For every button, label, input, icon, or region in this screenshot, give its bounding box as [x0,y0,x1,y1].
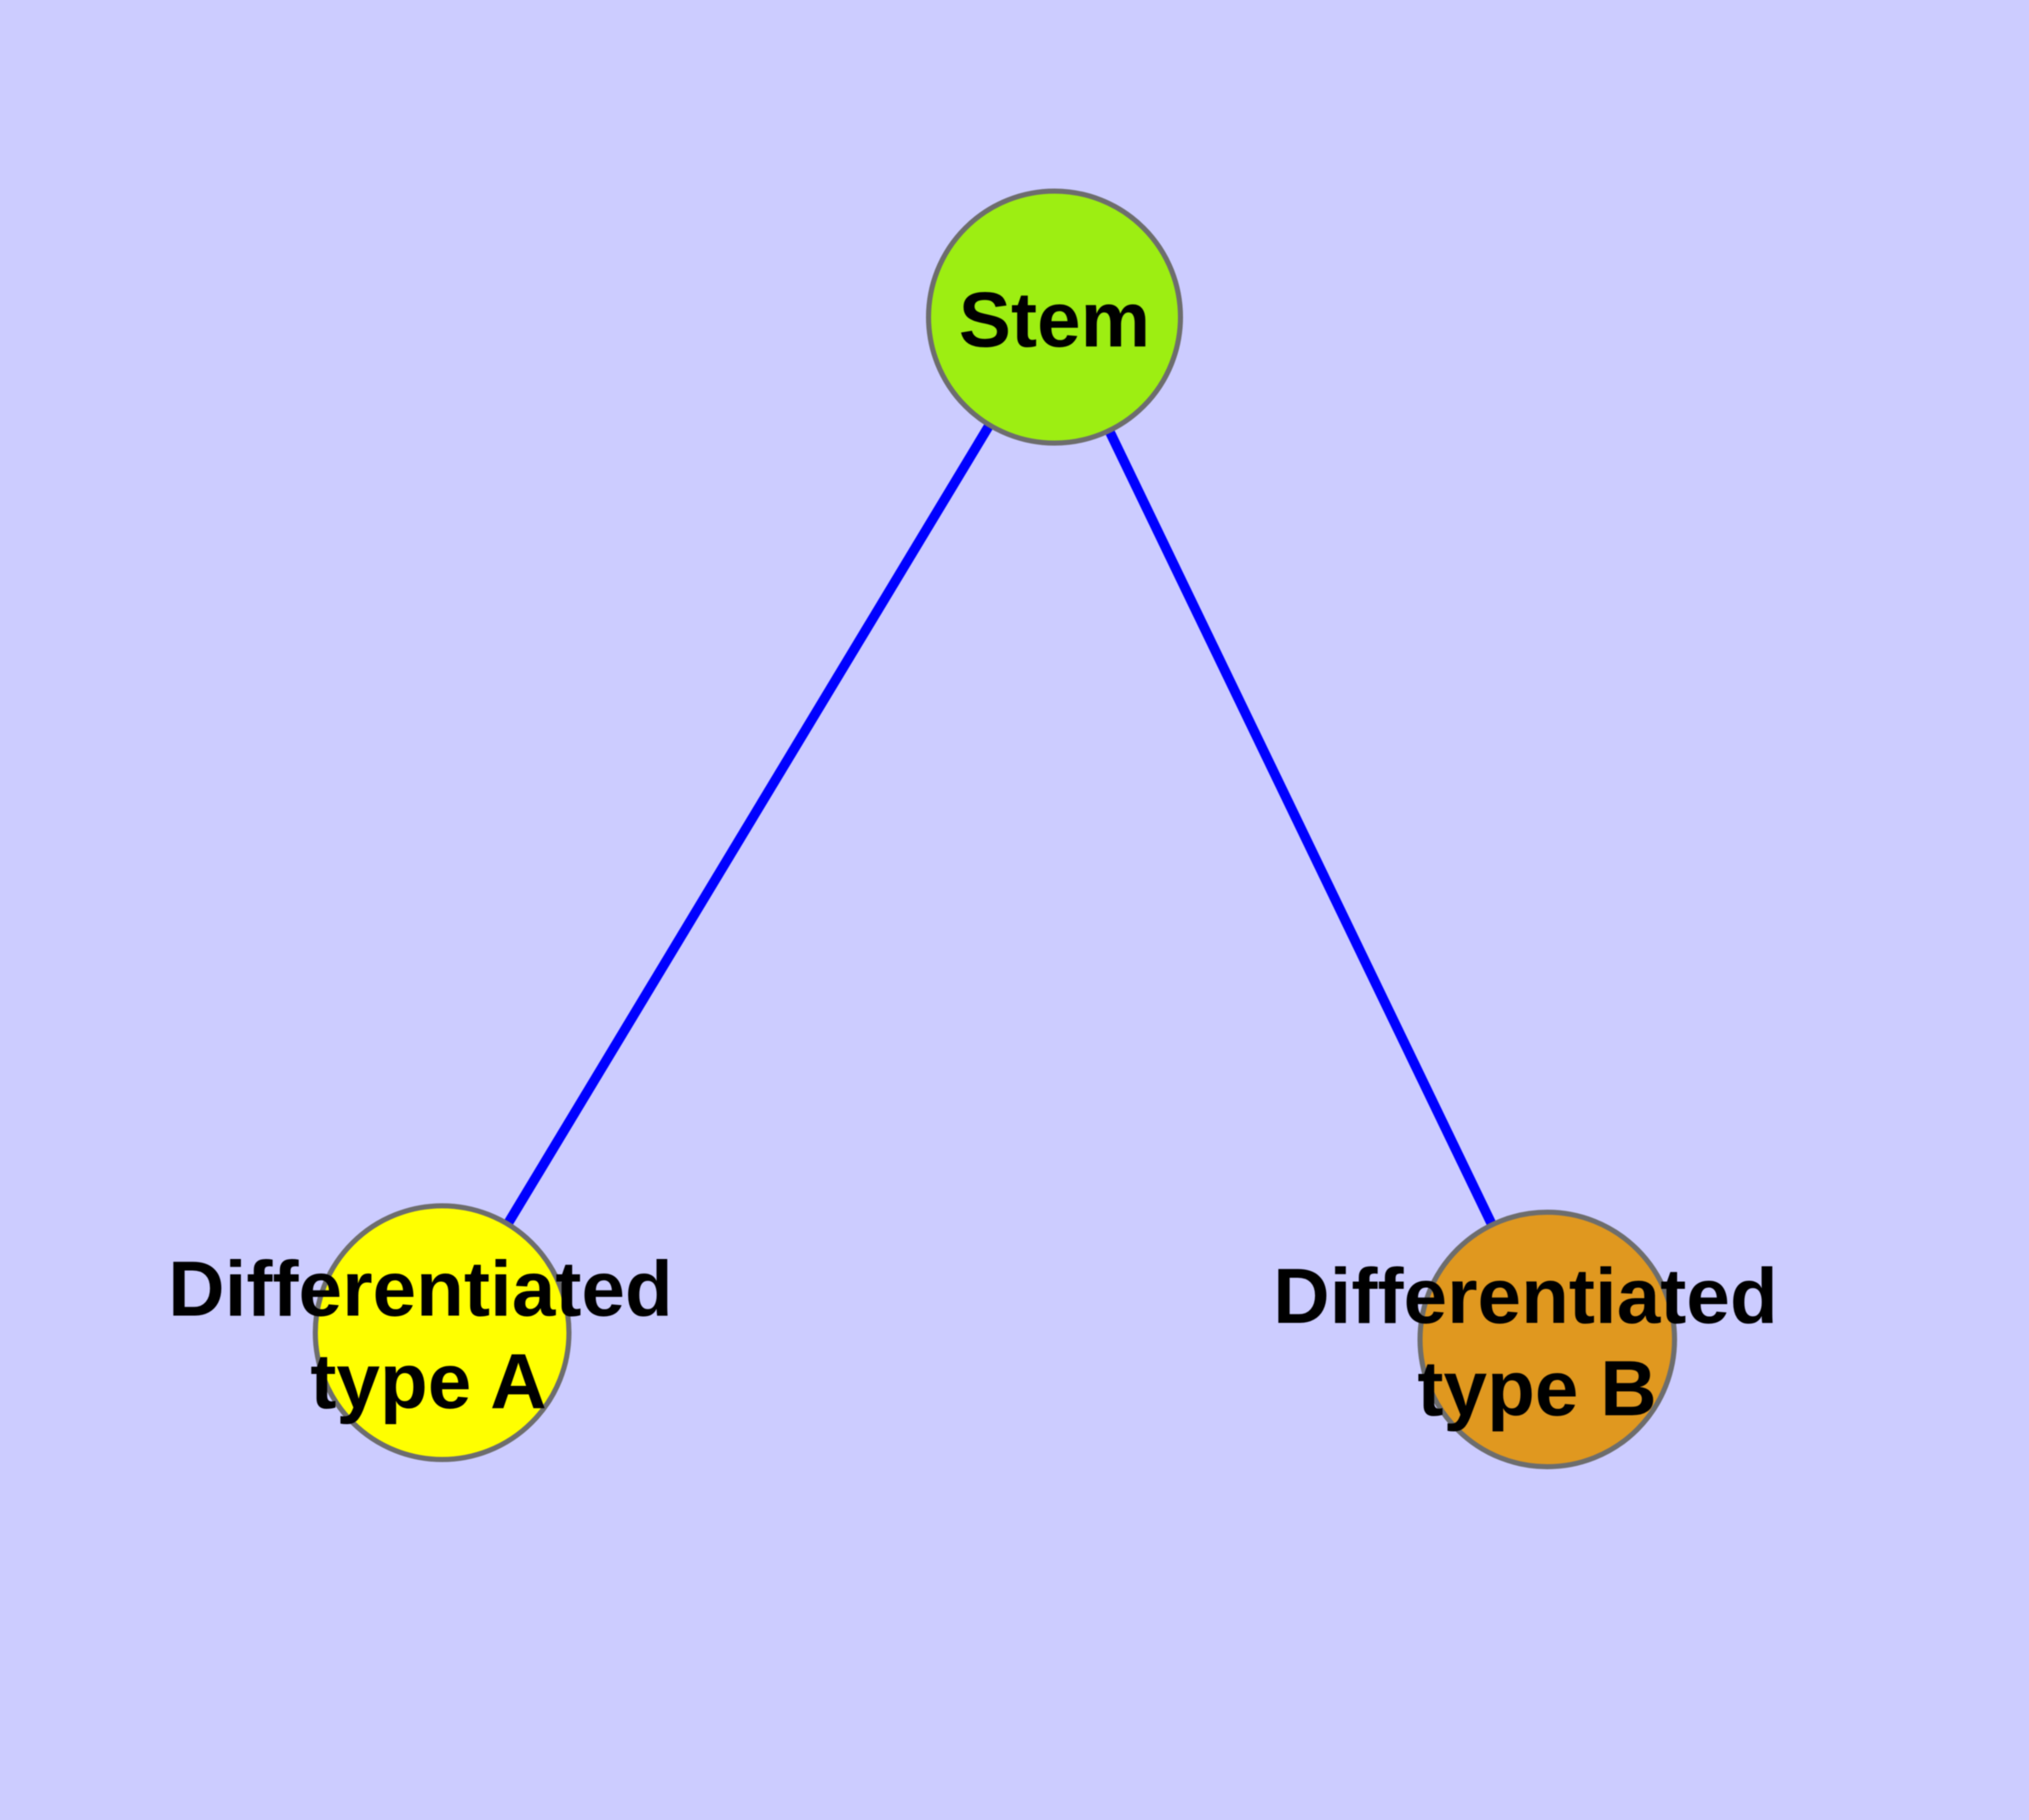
svg-text:type A: type A [311,1338,547,1425]
svg-text:Differentiated: Differentiated [169,1246,673,1333]
svg-text:Differentiated: Differentiated [1273,1253,1778,1340]
svg-text:Stem: Stem [959,277,1151,363]
svg-text:type B: type B [1417,1345,1656,1432]
